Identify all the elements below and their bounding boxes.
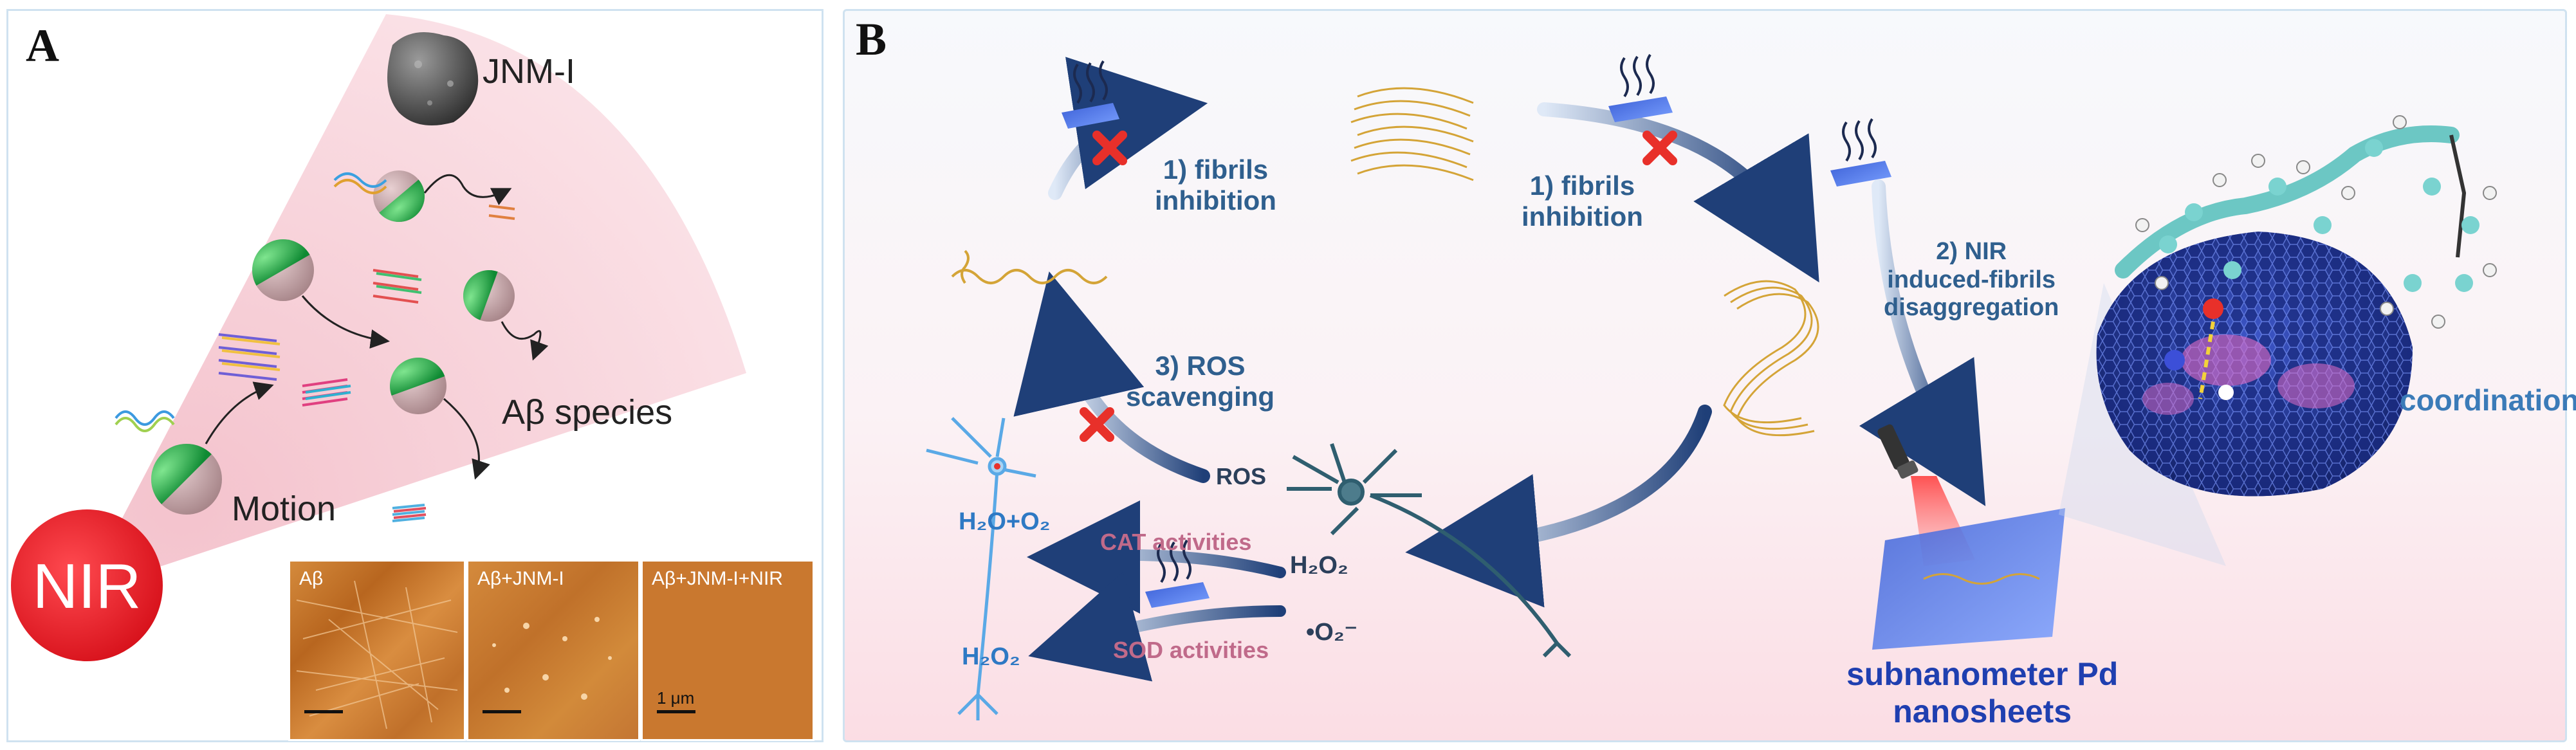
pd-nanosheet-large — [1872, 508, 2065, 650]
sod-activities-label: SOD activities — [1113, 637, 1269, 663]
neuron-dark-icon — [1287, 443, 1572, 658]
arrowhead-top-left — [1065, 57, 1208, 190]
inhibit-x-icon-1 — [1092, 131, 1127, 165]
panel-a: NIR A JNM-I Aβ species Motion Aβ Aβ+JNM-… — [0, 0, 830, 750]
panel-a-illustration — [11, 14, 746, 661]
motion-path-5 — [205, 381, 274, 444]
fibrils-line1-b: 1) fibrils — [1529, 170, 1635, 201]
motion-path-4 — [443, 398, 490, 480]
arrowhead-right-down — [1859, 357, 1986, 506]
pd-line2: nanosheets — [1893, 693, 2072, 729]
fibrils-line1-a: 1) fibrils — [1163, 154, 1269, 185]
scale-bar-label: 1 μm — [657, 688, 695, 708]
fibrils-line2-a: inhibition — [1155, 185, 1276, 216]
ros-label: ROS — [1216, 463, 1267, 489]
panel-a-letter: A — [26, 20, 59, 71]
superoxide-label: •O₂⁻ — [1306, 619, 1357, 646]
panel-a-frame — [6, 9, 823, 742]
arrow-bottom-center — [1453, 405, 1712, 554]
arrowhead-ros — [1013, 271, 1145, 417]
monomer-strand-icon — [951, 250, 1108, 284]
janus-sphere-1 — [373, 170, 425, 222]
particle-texture — [492, 617, 612, 700]
inhibit-x-icon-3 — [1080, 407, 1114, 442]
peptide-chain-icon — [2115, 115, 2497, 400]
janus-sphere-5 — [151, 444, 222, 515]
pd-line1: subnanometer Pd — [1846, 656, 2119, 692]
pd-sheet-icon-4 — [1145, 539, 1210, 608]
afm-image-3: Aβ+JNM-I+NIR 1 μm — [641, 560, 814, 741]
neuron-left-icon — [926, 417, 1036, 720]
arrowhead-top-right — [1693, 133, 1819, 283]
nir-source-circle — [11, 509, 163, 661]
pd-sheet-icon-2 — [1608, 53, 1673, 122]
fibrils-inhibition-label-2: 1) fibrils inhibition — [1522, 170, 1643, 233]
cat-activities-label: CAT activities — [1100, 529, 1252, 555]
nir-line1: 2) NIR — [1936, 238, 2007, 265]
ros-line2: scavenging — [1126, 381, 1275, 412]
nir-label: NIR — [32, 551, 142, 621]
afm-image-2: Aβ+JNM-I — [466, 560, 640, 741]
jnm-particle-icon — [387, 32, 479, 125]
nir-line3: disaggregation — [1884, 294, 2059, 322]
fibril-texture — [296, 580, 458, 729]
nir-disaggregation-label: 2) NIR induced-fibrils disaggregation — [1884, 238, 2059, 322]
motion-path-2 — [301, 295, 390, 349]
fibrils-line2-b: inhibition — [1522, 201, 1643, 232]
afm-label-1: Aβ — [299, 568, 324, 589]
janus-sphere-2 — [252, 239, 314, 301]
ros-scavenging-label: 3) ROS scavenging — [1126, 351, 1274, 413]
amyloid-species-icons — [115, 172, 515, 522]
arrowhead-sod — [1028, 572, 1153, 682]
janus-sphere-3 — [463, 270, 515, 322]
afm-label-3: Aβ+JNM-I+NIR — [652, 568, 783, 589]
panel-b: B 1) fibrils inhibition 1) fibrils inhib… — [843, 0, 2576, 750]
scale-bar-1 — [304, 710, 343, 713]
h2o2-left-label: H₂O₂ — [962, 643, 1020, 670]
h2o2-right-label: H₂O₂ — [1290, 552, 1348, 579]
motion-path-3 — [501, 321, 549, 361]
pd-sheet-icon-3 — [1830, 118, 1891, 187]
motion-label: Motion — [232, 489, 336, 528]
scale-bar-3 — [657, 710, 695, 713]
fibril-bundle-icon — [1350, 87, 1474, 181]
species-label: Aβ species — [502, 393, 673, 432]
twisted-fibril-icon — [1723, 280, 1819, 437]
afm-image-1: Aβ — [288, 560, 466, 741]
pd-dome-icon — [2096, 232, 2413, 497]
scale-bar-2 — [483, 710, 521, 713]
motion-path-1 — [423, 174, 512, 206]
pd-nanosheets-label: subnanometer Pd nanosheets — [1846, 656, 2118, 730]
ros-line1: 3) ROS — [1155, 351, 1246, 381]
fibrils-inhibition-label-1: 1) fibrils inhibition — [1155, 154, 1276, 217]
flashlight-icon — [1877, 424, 1918, 479]
jnm-label: JNM-I — [483, 52, 575, 91]
inhibit-x-icon-2 — [1642, 131, 1677, 165]
afm-label-2: Aβ+JNM-I — [477, 568, 564, 589]
nir-line2: induced-fibrils — [1887, 266, 2056, 293]
janus-sphere-4 — [390, 358, 446, 414]
h2o-o2-label: H₂O+O₂ — [959, 508, 1051, 535]
coordination-label: coordination — [2400, 383, 2576, 417]
panel-b-illustration — [926, 53, 2497, 720]
fibril-on-sheet — [1923, 573, 2040, 585]
pd-sheet-icon-1 — [1062, 60, 1119, 129]
panel-b-letter: B — [856, 14, 887, 65]
